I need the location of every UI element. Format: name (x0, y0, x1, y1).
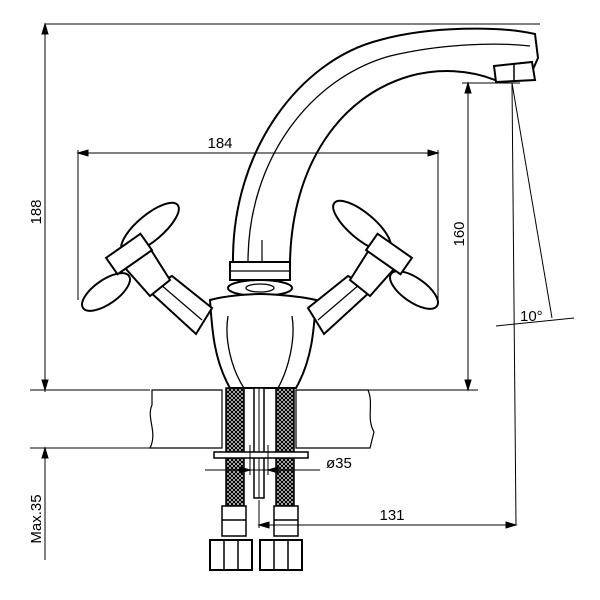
dim-spout-reach: 131 (379, 507, 404, 524)
dimension-lines (30, 22, 575, 560)
countertop-section (149, 389, 375, 449)
left-hose (225, 387, 245, 507)
dim-max-thickness: Max.35 (28, 494, 45, 543)
right-hose (275, 387, 295, 507)
spout (231, 27, 540, 263)
dim-hole-diameter: ø35 (326, 455, 352, 472)
fixing-plate (213, 451, 309, 459)
spout-inner-line (247, 43, 531, 263)
left-handle (81, 201, 180, 312)
valve-body (208, 292, 318, 389)
countertop-left-hatch (149, 389, 223, 449)
right-handle (332, 199, 439, 310)
dim-overall-height: 188 (28, 199, 45, 224)
dim-spout-angle: 10° (520, 308, 543, 325)
hoses (209, 387, 309, 571)
dim-handle-span: 184 (207, 135, 232, 152)
dim-spout-height: 160 (451, 221, 468, 246)
left-hose-nut (209, 539, 253, 571)
right-hose-nut (259, 539, 303, 571)
faucet-body (81, 27, 540, 389)
countertop-right-hatch (295, 389, 375, 449)
